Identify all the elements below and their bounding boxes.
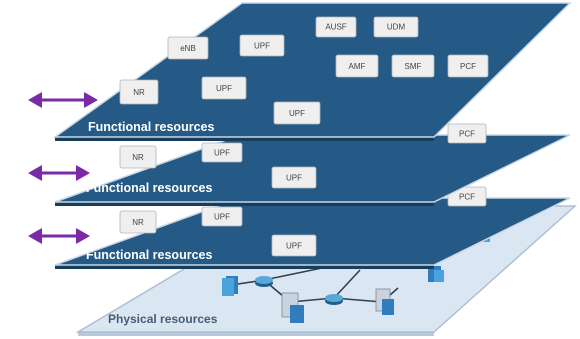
functional-layer-2-title: Functional resources bbox=[86, 181, 212, 195]
svg-text:PCF: PCF bbox=[459, 193, 475, 202]
nf-box-upf: UPF bbox=[201, 76, 247, 100]
functional-layer-3-title: Functional resources bbox=[86, 248, 212, 262]
nf-box-upf: UPF bbox=[201, 142, 243, 163]
server-icon bbox=[375, 288, 394, 315]
svg-text:SMF: SMF bbox=[405, 62, 422, 71]
svg-text:UPF: UPF bbox=[254, 42, 270, 51]
nf-box-pcf: PCF bbox=[447, 123, 487, 144]
nf-box-amf: AMF bbox=[335, 54, 379, 78]
nf-box-upf: UPF bbox=[201, 206, 243, 227]
svg-text:NR: NR bbox=[132, 153, 144, 162]
svg-text:UPF: UPF bbox=[214, 149, 230, 158]
functional-layer-3: Functional resources PCF NR UPF UPF bbox=[54, 186, 571, 269]
svg-text:NR: NR bbox=[133, 88, 145, 97]
bidirectional-arrow-icon bbox=[28, 165, 90, 181]
router-icon bbox=[255, 276, 273, 287]
nf-box-upf: UPF bbox=[271, 234, 317, 257]
nf-box-upf: UPF bbox=[273, 101, 321, 125]
svg-text:UPF: UPF bbox=[286, 174, 302, 183]
functional-layer-1-title: Functional resources bbox=[88, 120, 214, 134]
svg-text:AUSF: AUSF bbox=[325, 23, 346, 32]
nf-box-upf: UPF bbox=[271, 166, 317, 189]
nf-box-pcf: PCF bbox=[447, 186, 487, 207]
nf-box-ausf: AUSF bbox=[315, 16, 357, 38]
svg-text:eNB: eNB bbox=[180, 44, 196, 53]
physical-layer-title: Physical resources bbox=[108, 312, 218, 326]
svg-text:NR: NR bbox=[132, 218, 144, 227]
svg-text:PCF: PCF bbox=[460, 62, 476, 71]
bidirectional-arrow-icon bbox=[28, 228, 90, 244]
nf-box-smf: SMF bbox=[391, 54, 435, 78]
functional-layer-3-plane bbox=[54, 197, 571, 266]
functional-layer-2: Functional resources PCF NR UPF UPF bbox=[54, 123, 571, 206]
database-icon bbox=[428, 266, 444, 282]
svg-text:UPF: UPF bbox=[216, 84, 232, 93]
bidirectional-arrow-icon bbox=[28, 92, 98, 108]
server-icon bbox=[281, 292, 304, 323]
physical-topology bbox=[222, 228, 490, 323]
nf-box-udm: UDM bbox=[373, 16, 419, 38]
svg-text:UPF: UPF bbox=[289, 109, 305, 118]
nf-box-nr: NR bbox=[119, 210, 157, 234]
svg-text:UDM: UDM bbox=[387, 23, 406, 32]
svg-text:AMF: AMF bbox=[349, 62, 366, 71]
nf-box-pcf: PCF bbox=[447, 54, 489, 78]
nf-box-nr: NR bbox=[119, 145, 157, 169]
database-icon bbox=[222, 276, 238, 296]
svg-text:PCF: PCF bbox=[459, 130, 475, 139]
nf-box-upf: UPF bbox=[239, 34, 285, 57]
svg-text:UPF: UPF bbox=[286, 242, 302, 251]
physical-layer-edge bbox=[78, 332, 434, 336]
nf-box-nr: NR bbox=[119, 79, 159, 105]
router-icon bbox=[325, 294, 343, 305]
functional-layer-1: Functional resources AUSF UDM eNB UPF AM… bbox=[52, 2, 572, 141]
nf-box-enb: eNB bbox=[167, 36, 209, 60]
svg-text:UPF: UPF bbox=[214, 213, 230, 222]
